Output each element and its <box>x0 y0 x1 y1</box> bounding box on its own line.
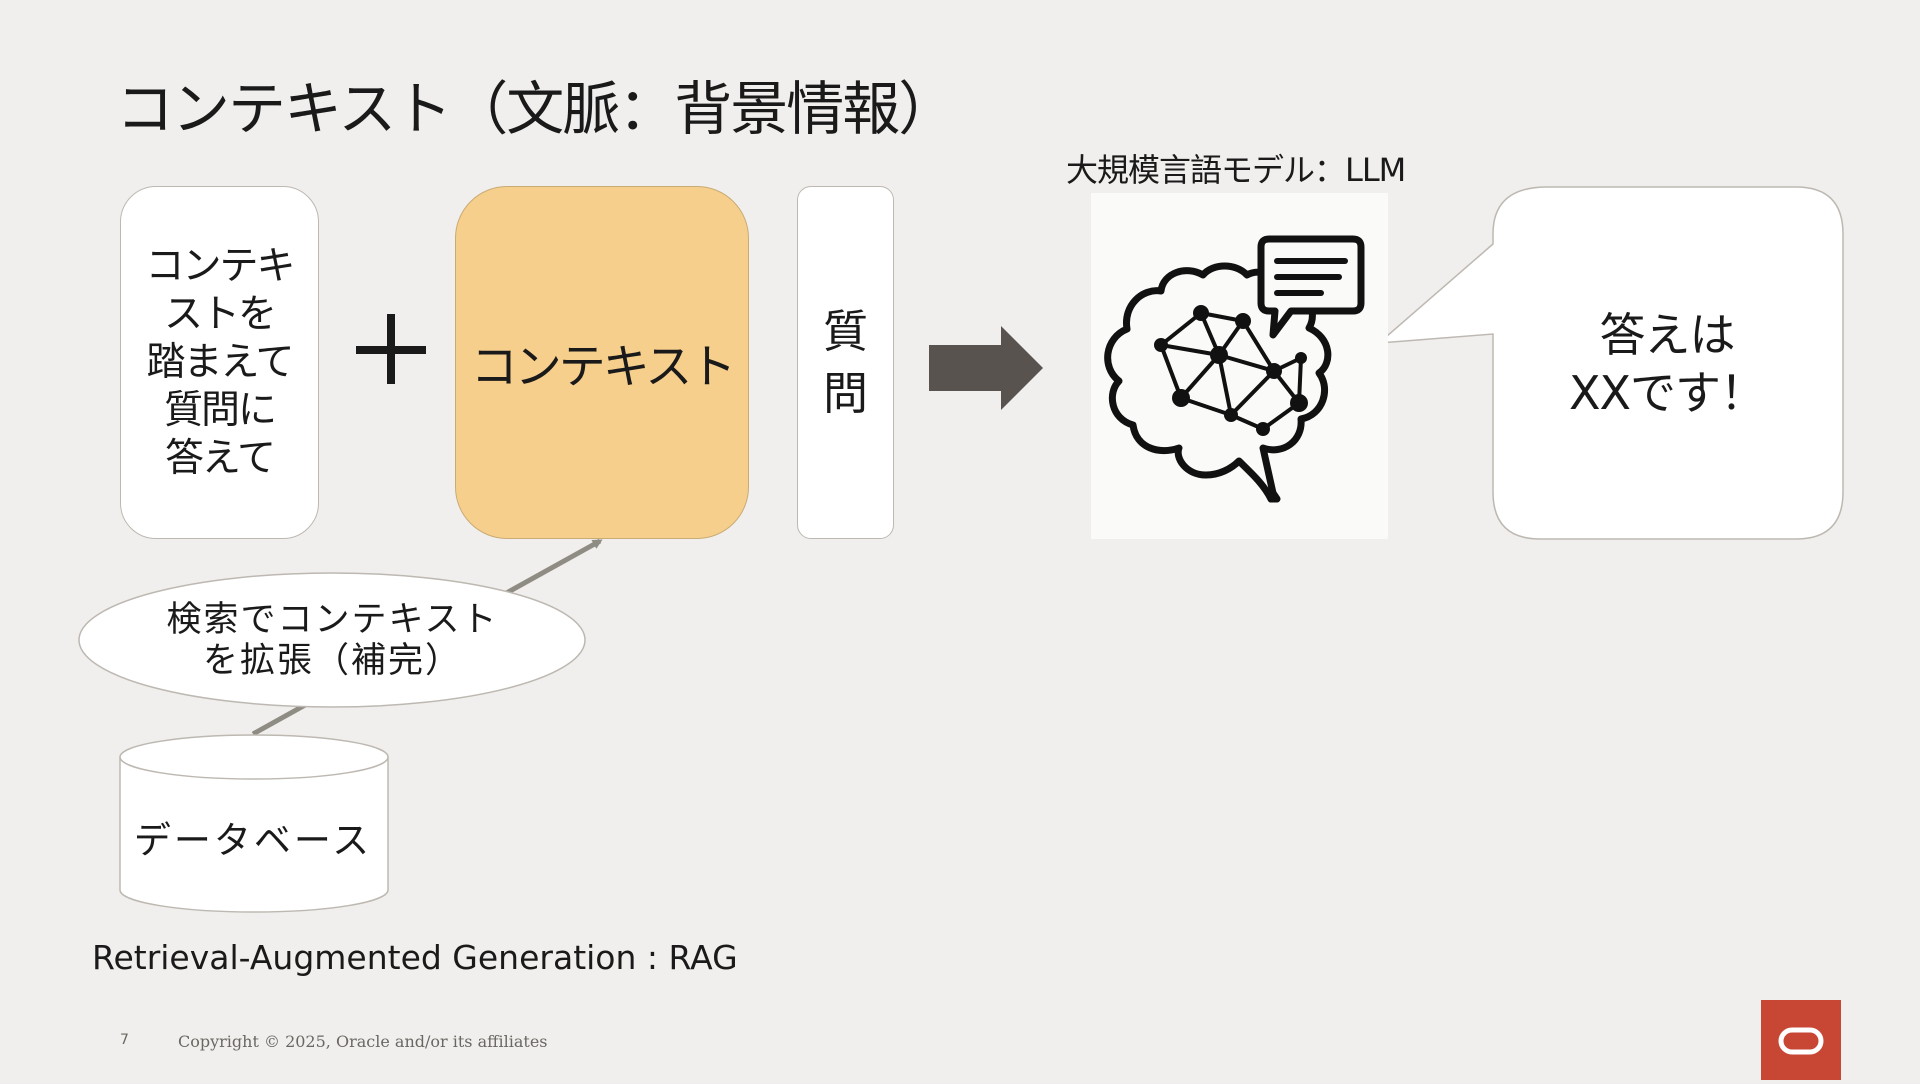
instruction-box: コンテキ ストを 踏まえて 質問に 答えて <box>120 186 319 539</box>
brain-network-icon <box>1104 235 1365 503</box>
answer-text: 答えは XXです！ <box>1497 306 1837 422</box>
context-box: コンテキスト <box>455 186 749 539</box>
llm-image <box>1091 193 1388 539</box>
right-arrow-icon <box>929 326 1043 410</box>
instruction-line: コンテキ <box>145 243 295 289</box>
answer-line: XXです！ <box>1568 366 1766 420</box>
answer-bubble <box>1376 186 1844 540</box>
search-ellipse-text: 検索でコンテキスト を拡張（補完） <box>80 600 585 682</box>
question-line: 質 <box>822 304 868 358</box>
context-label: コンテキスト <box>470 340 737 395</box>
search-line: を拡張（補完） <box>202 641 462 681</box>
question-line: 問 <box>822 366 868 420</box>
llm-label: 大規模言語モデル：LLM <box>1066 151 1406 189</box>
instruction-line: 踏まえて <box>146 339 294 385</box>
answer-line: 答えは <box>1599 308 1736 362</box>
instruction-line: ストを <box>163 291 277 337</box>
instruction-line: 答えて <box>164 435 276 481</box>
slide-title: コンテキスト（文脈：背景情報） <box>116 75 956 143</box>
oracle-logo-icon <box>1761 1000 1841 1080</box>
instruction-line: 質問に <box>163 387 277 433</box>
database-label: データベース <box>133 819 373 862</box>
question-box: 質 問 <box>797 186 894 539</box>
database-cylinder <box>119 734 389 913</box>
plus-icon <box>356 308 440 392</box>
page-number: 7 <box>120 1032 129 1048</box>
copyright-text: Copyright © 2025, Oracle and/or its affi… <box>178 1032 548 1051</box>
search-line: 検索でコンテキスト <box>166 600 499 640</box>
search-ellipse <box>78 572 586 708</box>
rag-label: Retrieval-Augmented Generation : RAG <box>92 938 738 977</box>
